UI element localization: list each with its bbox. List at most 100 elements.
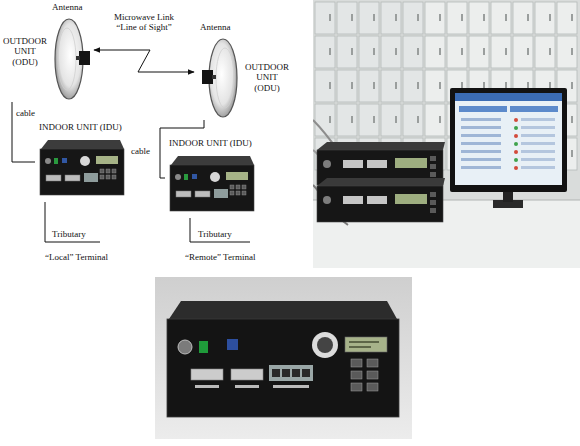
locker-handle <box>527 82 529 89</box>
port-tag <box>195 385 219 388</box>
button <box>227 339 238 350</box>
locker-door <box>359 2 379 34</box>
logo-badge <box>210 172 220 182</box>
feed-horn <box>79 51 90 65</box>
power-socket <box>178 340 192 354</box>
locker-door <box>337 70 357 102</box>
db-connector <box>191 369 223 380</box>
status-dot <box>514 134 518 138</box>
unit-label: INDOOR UNIT (IDU) <box>169 138 252 148</box>
locker-door <box>447 36 467 68</box>
unit-top <box>41 140 124 149</box>
locker-door <box>513 2 533 34</box>
locker-handle <box>549 82 551 89</box>
db-connector <box>231 369 263 380</box>
dish-reflector <box>55 19 83 99</box>
locker-door <box>535 36 555 68</box>
key-button <box>242 185 246 189</box>
feed-mount <box>212 75 216 79</box>
lcd-display <box>345 337 387 352</box>
status-dot <box>514 166 518 170</box>
key-button <box>430 200 436 205</box>
locker-handle <box>395 48 397 55</box>
unit-label: OUTDOOR UNIT (ODU) <box>2 36 48 67</box>
unit-front <box>317 186 443 222</box>
key-button <box>430 172 436 177</box>
screen-row <box>461 118 501 121</box>
screen-row <box>521 166 555 169</box>
rj45-ports <box>84 173 98 182</box>
locker-door <box>359 70 379 102</box>
locker-handle <box>417 116 419 123</box>
button <box>192 174 197 179</box>
key-button <box>236 191 240 195</box>
power-socket <box>323 160 331 168</box>
locker-handle <box>505 48 507 55</box>
screen-row <box>521 134 555 137</box>
button <box>62 158 67 163</box>
rj45-port <box>292 369 300 377</box>
dish-rim <box>216 48 234 108</box>
cable-label: cable <box>16 108 35 118</box>
lcd-display <box>96 156 118 164</box>
screen-row <box>521 126 555 129</box>
locker-door <box>381 104 401 136</box>
key-button <box>112 175 116 179</box>
locker-handle <box>351 82 353 89</box>
locker-door <box>535 2 555 34</box>
locker-door <box>359 36 379 68</box>
locker-door <box>315 36 335 68</box>
locker-door <box>315 2 335 34</box>
locker-handle <box>439 116 441 123</box>
key-button <box>230 185 234 189</box>
screen-row <box>521 158 555 161</box>
rj45-ports <box>214 189 228 198</box>
diagram-layer: AntennaOUTDOOR UNIT (ODU)AntennaOUTDOOR … <box>0 0 300 280</box>
locker-handle <box>417 82 419 89</box>
locker-handle <box>351 48 353 55</box>
window-banner <box>459 106 507 112</box>
screen-row <box>461 150 501 153</box>
locker-handle <box>505 82 507 89</box>
logo-center <box>317 337 333 353</box>
locker-door <box>337 36 357 68</box>
indoor-unit: INDOOR UNIT (IDU) <box>35 122 129 202</box>
feed-mount <box>76 56 80 60</box>
dish-group <box>202 39 237 117</box>
locker-handle <box>373 48 375 55</box>
key-button <box>100 175 104 179</box>
locker-handle <box>461 14 463 21</box>
monitor-frame <box>450 88 567 192</box>
locker-door <box>447 2 467 34</box>
unit-top <box>317 142 445 150</box>
locker-handle <box>483 14 485 21</box>
locker-handle <box>505 14 507 21</box>
indoor-unit-picture <box>168 153 256 215</box>
key-button <box>106 169 110 173</box>
locker-door <box>557 36 577 68</box>
locker-handle <box>571 48 573 55</box>
locker-door <box>381 36 401 68</box>
locker-door <box>557 2 577 34</box>
locker-handle <box>527 48 529 55</box>
device-top <box>169 301 397 319</box>
logo-badge <box>80 156 90 166</box>
antenna-label: Antenna <box>200 22 231 32</box>
locker-handle <box>395 14 397 21</box>
lab-photo <box>313 0 580 268</box>
screen-row <box>461 158 501 161</box>
dish-reflector <box>209 39 237 117</box>
db-connector <box>343 160 363 168</box>
locker-handle <box>549 48 551 55</box>
db-connector <box>367 196 387 204</box>
lcd-segment <box>349 346 371 348</box>
locker-handle <box>461 82 463 89</box>
unit-top <box>171 156 254 165</box>
db-connector <box>176 191 191 197</box>
rj45-port <box>282 369 290 377</box>
power-socket <box>323 196 331 204</box>
photo-background <box>313 0 580 268</box>
locker-handle <box>329 48 331 55</box>
locker-handle <box>329 116 331 123</box>
lcd-display <box>395 158 427 168</box>
